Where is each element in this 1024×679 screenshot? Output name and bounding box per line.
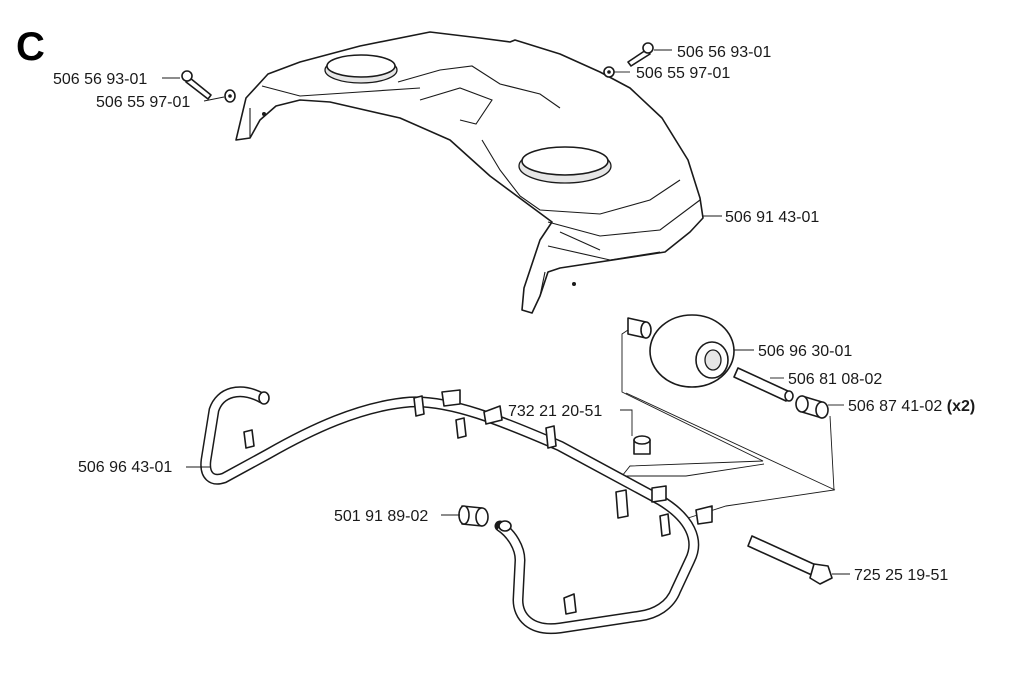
callout-roller: 506 96 30-01 [758,343,852,360]
roller-part [649,314,735,388]
callout-nut: 732 21 20-51 [508,403,602,420]
callout-spacer: 506 87 41-02 (x2) [848,398,975,415]
bumper-part [200,386,713,635]
rubber-bushing-part [458,505,489,527]
callout-washer-left: 506 55 97-01 [96,94,190,111]
washer-right-part [603,66,615,78]
quantity-badge: (x2) [947,398,975,415]
spacer-bottom-part [795,395,829,419]
screw-left-part [181,70,212,100]
front-cover-part [235,31,704,314]
callout-screw-left: 506 56 93-01 [53,71,147,88]
washer-left-part [224,89,236,103]
callout-front-cover: 506 91 43-01 [725,209,819,226]
bolt-part [747,535,833,585]
screw-right-part [627,42,654,67]
axle-part [733,367,794,402]
callout-screw-right: 506 56 93-01 [677,44,771,61]
section-letter: C [16,25,45,69]
callout-washer-right: 506 55 97-01 [636,65,730,82]
callout-bumper: 506 96 43-01 [78,459,172,476]
callout-axle: 506 81 08-02 [788,371,882,388]
callout-rubber-bushing: 501 91 89-02 [334,508,428,525]
callout-bolt: 725 25 19-51 [854,567,948,584]
spacer-top-part [627,317,652,339]
nut-part [633,435,651,455]
